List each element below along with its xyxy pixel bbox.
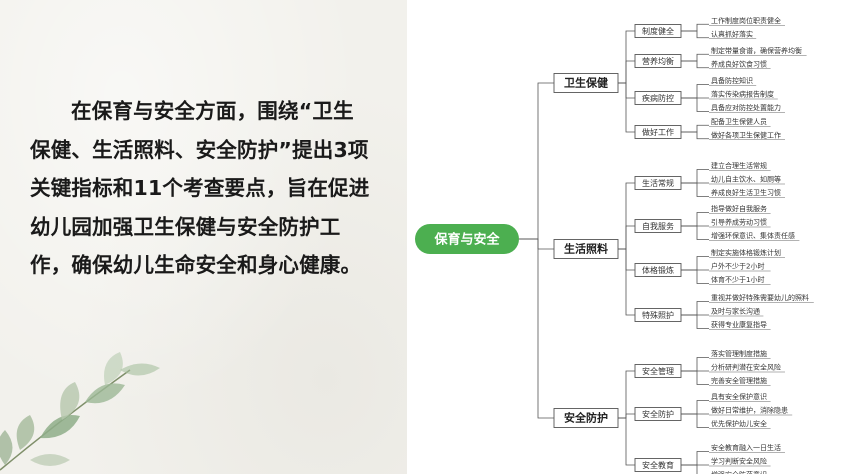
connector-line — [681, 131, 709, 140]
sub-node-label: 制度健全 — [642, 26, 674, 36]
leaf-item: 体育不少于1小时 — [711, 275, 764, 284]
connector-line — [681, 400, 709, 415]
leaf-item: 优先保护幼儿安全 — [711, 419, 767, 428]
connector-line — [681, 370, 709, 385]
connector-line — [618, 248, 635, 271]
connector-line — [681, 124, 709, 133]
leaf-item: 具备防控知识 — [711, 76, 753, 85]
leaf-item: 建立合理生活常规 — [711, 161, 767, 170]
connector-line — [618, 370, 635, 419]
connector-line — [681, 301, 709, 316]
leaf-item: 制定实施体格锻炼计划 — [711, 248, 781, 257]
branch-label: 生活照料 — [564, 242, 608, 256]
leaf-item: 配备卫生保健人员 — [711, 117, 767, 126]
connector-line — [681, 357, 709, 372]
sub-node-label: 安全防护 — [642, 409, 674, 419]
leaf-item: 幼儿自主饮水、如厕等 — [711, 175, 781, 184]
leaf-item: 做好日常维护，消除隐患 — [711, 406, 788, 415]
connector-line — [681, 84, 709, 99]
leaf-item: 获得专业康复指导 — [711, 320, 767, 329]
sub-node-label: 营养均衡 — [642, 56, 674, 66]
sub-node-label: 疾病防控 — [642, 93, 674, 103]
mindmap-root-label: 保育与安全 — [433, 232, 500, 248]
connector-line — [618, 182, 635, 250]
leaf-item: 完善安全管理措施 — [711, 376, 767, 385]
connector-line — [618, 82, 635, 133]
connector-line — [681, 182, 709, 197]
connector-line — [681, 212, 709, 227]
connector-line — [519, 238, 554, 250]
connector-line — [681, 464, 698, 474]
sub-node-label: 特殊照护 — [642, 310, 674, 320]
leaf-item: 工作制度岗位职责健全 — [711, 16, 781, 25]
mindmap-root-node — [415, 224, 519, 254]
connector-line — [681, 413, 709, 428]
leaf-item: 增强安全防范意识 — [711, 470, 767, 474]
connector-line — [519, 82, 554, 240]
leaf-item: 安全教育融入一日生活 — [711, 443, 781, 452]
leaf-item: 养成良好生活卫生习惯 — [711, 188, 781, 197]
leaf-item: 户外不少于2小时 — [711, 262, 764, 271]
leaf-item: 落实传染病报告制度 — [711, 90, 774, 99]
connector-line — [618, 248, 635, 316]
connector-line — [681, 269, 709, 284]
connector-line — [681, 169, 709, 184]
connector-line — [618, 30, 635, 84]
connector-line — [681, 256, 709, 271]
sub-node-label: 生活常规 — [642, 178, 674, 188]
leaf-item: 具备应对防控处置能力 — [711, 103, 781, 112]
connector-line — [681, 97, 709, 112]
leaf-item: 指导做好自我服务 — [711, 204, 767, 213]
leaf-item: 制定带量食谱，确保营养均衡 — [711, 46, 802, 55]
leaf-item: 重视并做好特殊需要幼儿的照料 — [711, 293, 809, 302]
connector-line — [681, 60, 709, 69]
branch-label: 安全防护 — [564, 411, 608, 425]
leaf-item: 落实管理制度措施 — [711, 349, 767, 358]
connector-line — [519, 238, 554, 419]
leaf-item: 认真抓好落实 — [711, 29, 753, 38]
leaf-item: 引导养成劳动习惯 — [711, 218, 767, 227]
sub-node-label: 做好工作 — [642, 127, 674, 137]
leaf-item: 增强环保意识、集体责任感 — [711, 231, 795, 240]
leaf-item: 具有安全保护意识 — [711, 392, 767, 401]
leaf-item: 学习判断安全风险 — [711, 457, 767, 466]
connector-line — [681, 30, 709, 39]
leaf-item: 养成良好饮食习惯 — [711, 59, 767, 68]
connector-line — [618, 225, 635, 250]
sub-node-label: 安全教育 — [642, 460, 674, 470]
leaf-item: 分析研判潜在安全风险 — [711, 363, 781, 372]
leaf-item: 做好各项卫生保健工作 — [711, 130, 781, 139]
connector-line — [618, 417, 635, 466]
leaf-decoration-icon — [0, 352, 160, 471]
connector-line — [618, 82, 635, 99]
sub-node-label: 体格锻炼 — [642, 265, 674, 275]
connector-line — [681, 314, 709, 329]
connector-line — [681, 451, 709, 466]
sub-node-label: 安全管理 — [642, 366, 674, 376]
intro-paragraph: 在保育与安全方面，围绕“卫生保健、生活照料、安全防护”提出3项关键指标和11个考… — [30, 99, 370, 277]
intro-panel: 在保育与安全方面，围绕“卫生保健、生活照料、安全防护”提出3项关键指标和11个考… — [0, 0, 407, 474]
connector-line — [681, 225, 709, 240]
connector-line — [618, 413, 635, 419]
connector-line — [681, 53, 709, 62]
sub-node-label: 自我服务 — [642, 221, 674, 231]
branch-label: 卫生保健 — [564, 76, 609, 90]
leaf-item: 及时与家长沟通 — [711, 307, 760, 316]
connector-line — [618, 60, 635, 84]
connector-line — [681, 23, 709, 32]
